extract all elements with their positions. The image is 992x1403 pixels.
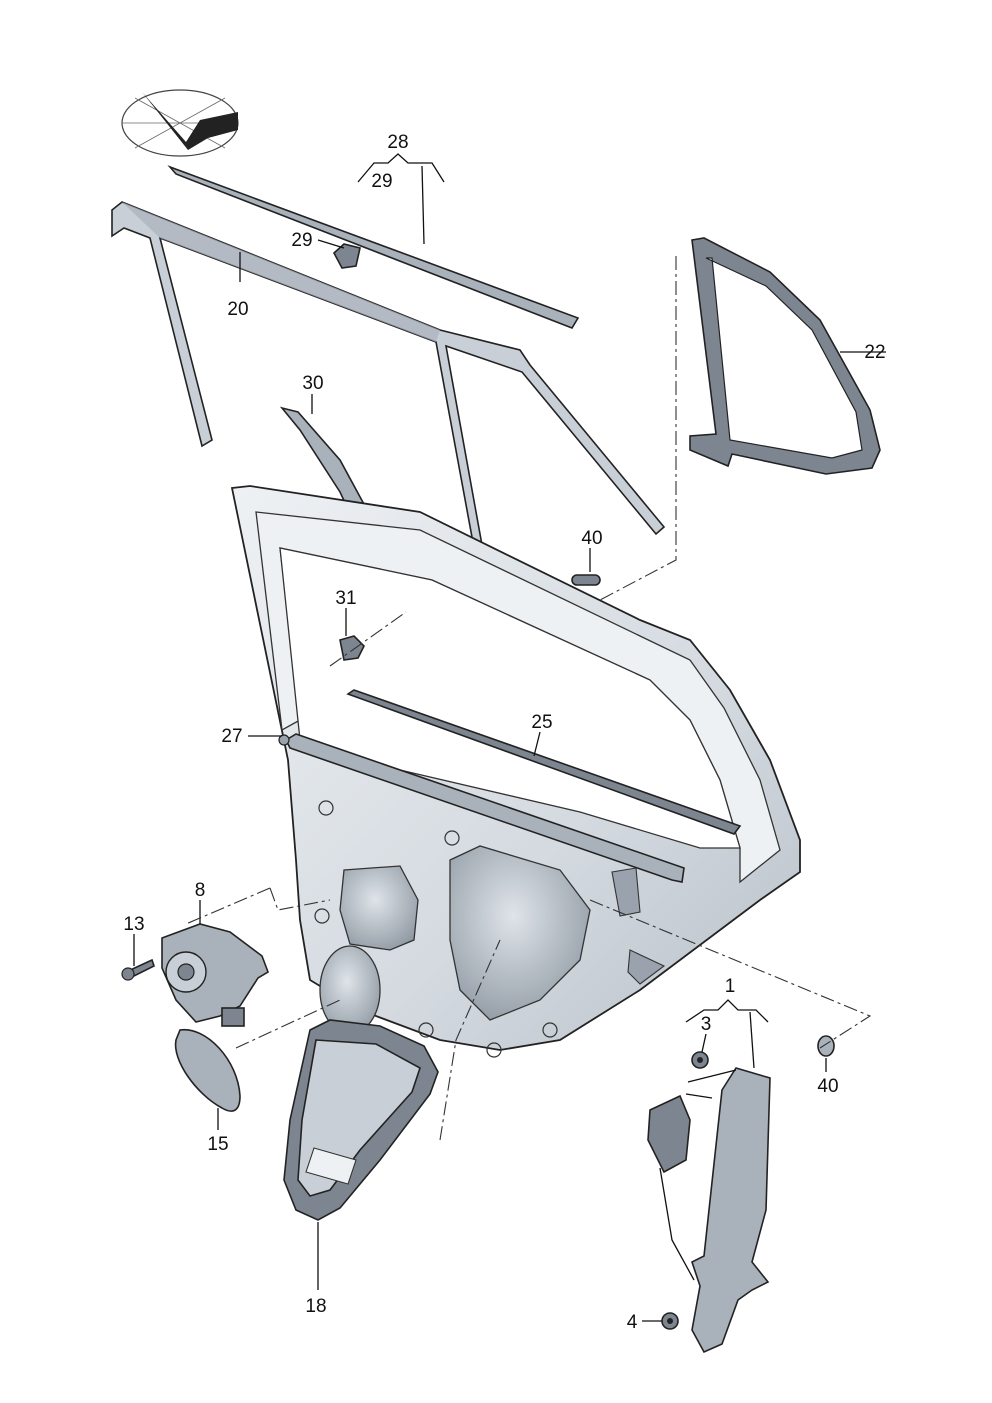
callout-15: 15: [207, 1134, 228, 1155]
callout-40-bottom: 40: [817, 1076, 838, 1097]
door-panel: [230, 485, 801, 1058]
part-22-quarter-window-frame: [689, 237, 881, 475]
leader-lines: [133, 153, 886, 1322]
part-4-nut: [661, 1312, 679, 1330]
vehicle-orientation-arrow-icon: [121, 89, 239, 157]
callout-27: 27: [221, 726, 242, 747]
part-15-cover: [174, 1029, 241, 1112]
callout-29: 29: [291, 230, 312, 251]
part-3-nut: [691, 1051, 709, 1069]
alignment-lines: [185, 256, 872, 1141]
part-28-outer-seal: [167, 165, 580, 329]
part-40-plug-bottom: [817, 1035, 835, 1057]
callout-1: 1: [725, 976, 736, 997]
callout-13: 13: [123, 914, 144, 935]
part-18-seal-panel: [283, 1019, 439, 1221]
part-27-outer-seal-strip: [278, 733, 685, 883]
part-8-window-motor: [161, 923, 269, 1027]
callout-30: 30: [302, 373, 323, 394]
callout-18: 18: [305, 1296, 326, 1317]
part-40-plug-top: [571, 574, 601, 586]
part-1-window-regulator: [647, 1067, 771, 1354]
part-25-inner-seal: [346, 689, 742, 835]
callout-28: 28: [387, 132, 408, 153]
callout-40-top: 40: [581, 528, 602, 549]
callout-25: 25: [531, 712, 552, 733]
callout-22: 22: [864, 342, 885, 363]
callout-29-brace: 29: [371, 171, 392, 192]
callout-8: 8: [195, 880, 206, 901]
callout-3: 3: [701, 1014, 712, 1035]
callout-labels: 28 29 29 20 30 22 40 31 25 27 8 13 1 3 4…: [123, 132, 885, 1333]
callout-4: 4: [627, 1312, 638, 1333]
callout-31: 31: [335, 588, 356, 609]
callout-20: 20: [227, 299, 248, 320]
part-29-clip: [332, 243, 361, 269]
part-13-screw: [121, 958, 155, 981]
